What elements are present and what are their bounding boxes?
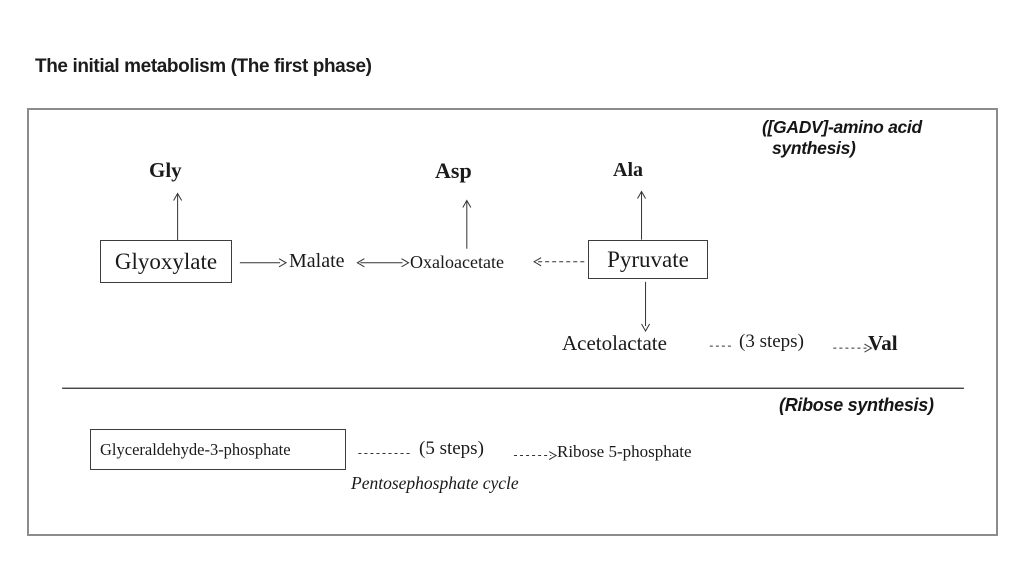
label-5-steps: (5 steps): [419, 438, 484, 459]
gadv-heading-line2: synthesis): [772, 138, 856, 158]
node-pyruvate: Pyruvate: [607, 246, 689, 272]
node-val: Val: [868, 331, 898, 355]
diagram-frame: Oxaloacetate (dashed, left) -->: [27, 108, 998, 536]
node-pyruvate-box: Pyruvate: [588, 240, 708, 279]
node-glyoxylate: Glyoxylate: [114, 248, 218, 274]
node-glyceraldehyde: Glyceraldehyde-3-phosphate: [100, 439, 291, 459]
node-glyceraldehyde-box: Glyceraldehyde-3-phosphate: [90, 429, 346, 470]
ribose-synthesis-heading: (Ribose synthesis): [779, 395, 934, 415]
node-gly: Gly: [149, 158, 182, 182]
gadv-heading-line1: ([GADV]-amino acid: [762, 117, 922, 137]
node-asp: Asp: [435, 158, 472, 183]
down-arrow-pyruvate-to-acetolactate: [641, 281, 651, 333]
label-pentosephosphate-cycle: Pentosephosphate cycle: [351, 473, 519, 493]
right-arrow-glyoxylate-to-malate: [239, 258, 288, 268]
dashed-right-arrow-steps5-to-ribose: [514, 451, 558, 461]
pathway-arrows: Oxaloacetate (dashed, left) -->: [62, 190, 964, 461]
node-oxaloacetate: Oxaloacetate: [410, 252, 504, 272]
up-arrow-oxaloacetate-to-asp: [462, 199, 472, 249]
gadv-synthesis-heading: ([GADV]-amino acid synthesis): [762, 117, 952, 159]
up-arrow-pyruvate-to-ala: [637, 190, 646, 240]
dashed-right-arrow-steps3-to-val: [833, 343, 873, 353]
node-malate: Malate: [289, 250, 345, 272]
node-ala: Ala: [613, 159, 643, 181]
node-glyoxylate-box: Glyoxylate: [100, 240, 232, 283]
node-acetolactate: Acetolactate: [562, 331, 667, 355]
dashed-left-arrow-pyruvate-to-oxaloacetate: [533, 257, 585, 267]
page-title: The initial metabolism (The first phase): [35, 56, 372, 77]
label-3-steps: (3 steps): [739, 331, 804, 352]
up-arrow-glyoxylate-to-gly: [173, 192, 183, 242]
double-arrow-malate-oxaloacetate: [356, 258, 410, 268]
node-ribose-5-phosphate: Ribose 5-phosphate: [557, 442, 692, 461]
